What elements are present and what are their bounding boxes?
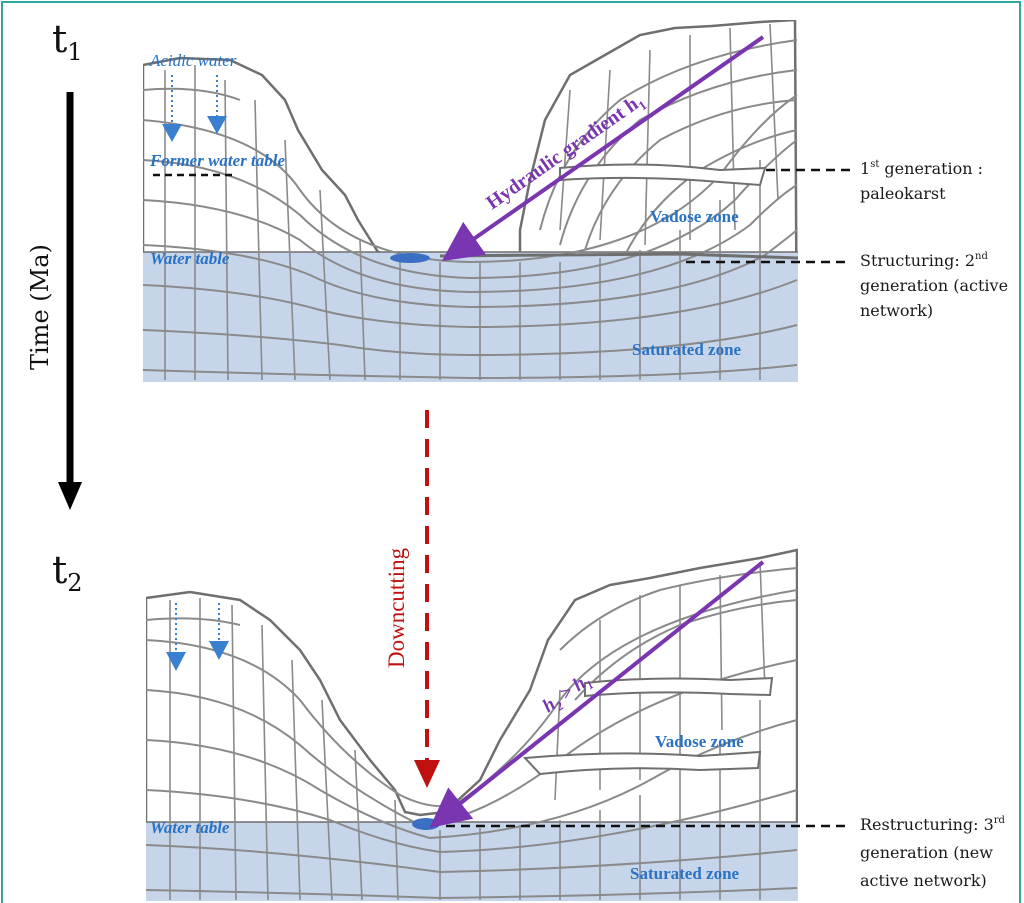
gen2-line3: network) xyxy=(860,301,933,320)
hydraulic-gradient-arrow xyxy=(441,35,765,262)
t1-label: t1 xyxy=(52,17,83,66)
top-panel xyxy=(143,20,798,382)
gen2-line2: generation (active xyxy=(860,276,1008,295)
top-vadose-zone-label: Vadose zone xyxy=(650,207,739,226)
time-axis-label: Time (Ma) xyxy=(26,244,54,370)
former-water-table-label: Former water table xyxy=(149,151,286,170)
gen1-line1: 1st generation : xyxy=(860,159,983,178)
bottom-water-table-label: Water table xyxy=(150,818,230,837)
top-spring xyxy=(390,253,430,263)
bottom-infiltration-arrows xyxy=(166,603,229,671)
bottom-vadose-zone-label: Vadose zone xyxy=(655,732,744,751)
bottom-saturated-zone-label: Saturated zone xyxy=(630,864,740,883)
downcutting-label: Downcutting xyxy=(384,547,409,668)
gen3-line1: Restructuring: 3rd xyxy=(860,815,1006,834)
top-water xyxy=(143,252,798,382)
acidic-water-label: Acidic water xyxy=(149,51,237,70)
top-water-table-label: Water table xyxy=(150,249,230,268)
bottom-panel xyxy=(146,548,798,901)
gen2-line1: Structuring: 2nd xyxy=(860,251,988,270)
gen1-line2: paleokarst xyxy=(860,184,946,203)
top-saturated-zone-label: Saturated zone xyxy=(632,340,742,359)
t2-label: t2 xyxy=(52,548,83,597)
top-infiltration-arrows xyxy=(162,75,227,142)
bottom-spring xyxy=(412,818,440,830)
gen3-line2: generation (new xyxy=(860,843,993,862)
gen3-line3: active network) xyxy=(860,871,987,890)
h2-gradient-arrow xyxy=(429,560,765,828)
top-joints xyxy=(164,23,779,381)
